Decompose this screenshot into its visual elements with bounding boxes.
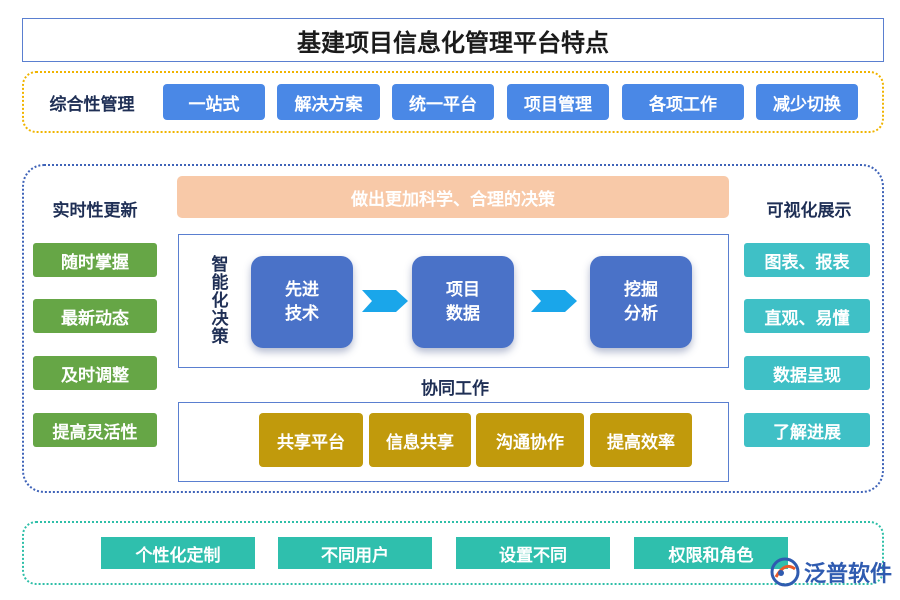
card-mining-analysis-line1: 挖掘 [624, 280, 658, 300]
realtime-label: 实时性更新 [52, 200, 138, 221]
comprehensive-item-reduce-switching: 减少切换 [756, 84, 858, 120]
brand-logo-text: 泛普软件 [804, 562, 893, 587]
custom-item-set-different: 设置不同 [456, 537, 610, 569]
comprehensive-item-solution: 解决方案 [277, 84, 380, 120]
realtime-item-adjust: 及时调整 [33, 356, 157, 390]
comprehensive-item-unified-platform: 统一平台 [392, 84, 494, 120]
comprehensive-label: 综合性管理 [49, 94, 135, 115]
visual-item-charts: 图表、报表 [744, 243, 870, 277]
collab-item-info-share: 信息共享 [369, 413, 471, 467]
brand-logo-icon [770, 557, 800, 587]
middle-section [22, 164, 884, 493]
realtime-item-flexibility: 提高灵活性 [33, 413, 157, 447]
collab-item-efficiency: 提高效率 [590, 413, 692, 467]
arrow-right-icon [531, 290, 577, 312]
card-advanced-tech: 先进 技术 [251, 256, 353, 348]
custom-item-permissions-roles: 权限和角色 [634, 537, 788, 569]
comprehensive-item-one-stop: 一站式 [163, 84, 265, 120]
brand-logo: 泛普软件 [770, 550, 896, 594]
card-advanced-tech-line1: 先进 [285, 280, 319, 300]
decision-banner: 做出更加科学、合理的决策 [177, 176, 729, 218]
visual-item-intuitive: 直观、易懂 [744, 299, 870, 333]
visual-item-progress: 了解进展 [744, 413, 870, 447]
page-title: 基建项目信息化管理平台特点 [22, 18, 884, 62]
customization-section [22, 521, 884, 585]
realtime-item-grasp: 随时掌握 [33, 243, 157, 277]
arrow-right-icon [362, 290, 408, 312]
card-mining-analysis: 挖掘 分析 [590, 256, 692, 348]
smart-decision-label: 智能化决策 [207, 255, 228, 345]
card-project-data: 项目 数据 [412, 256, 514, 348]
realtime-item-latest: 最新动态 [33, 299, 157, 333]
visual-item-data-present: 数据呈现 [744, 356, 870, 390]
comprehensive-item-project-management: 项目管理 [507, 84, 609, 120]
card-project-data-line1: 项目 [446, 280, 480, 300]
card-project-data-line2: 数据 [446, 304, 480, 324]
comprehensive-section [22, 71, 884, 133]
custom-item-different-users: 不同用户 [278, 537, 432, 569]
collab-label: 协同工作 [421, 378, 489, 399]
visual-label: 可视化展示 [766, 200, 852, 221]
collab-item-share-platform: 共享平台 [259, 413, 363, 467]
collab-item-communication: 沟通协作 [476, 413, 584, 467]
card-advanced-tech-line2: 技术 [285, 304, 319, 324]
comprehensive-item-all-work: 各项工作 [622, 84, 744, 120]
custom-item-personalized: 个性化定制 [101, 537, 255, 569]
card-mining-analysis-line2: 分析 [624, 304, 658, 324]
